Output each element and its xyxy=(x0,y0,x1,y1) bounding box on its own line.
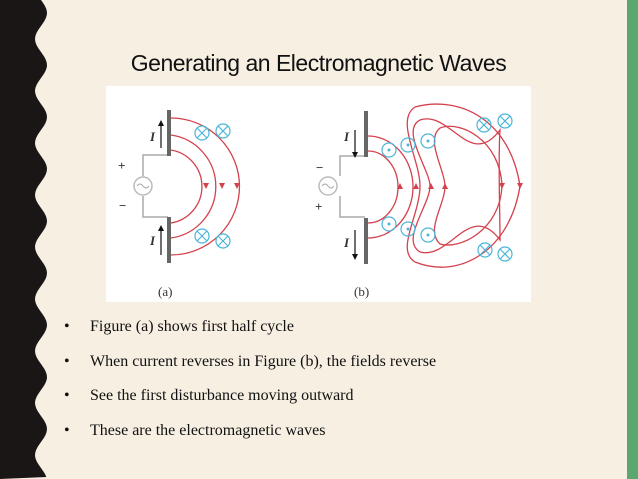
antenna-plate-top xyxy=(364,111,368,157)
svg-text:−: − xyxy=(119,198,126,213)
caption-a: (a) xyxy=(158,284,172,299)
wavy-left-band xyxy=(0,0,47,479)
svg-text:I: I xyxy=(149,233,156,248)
slide-title: Generating an Electromagnetic Waves xyxy=(130,50,507,76)
panel-a: I I + − (a) xyxy=(118,110,241,299)
caption-b: (b) xyxy=(354,284,369,299)
panel-b: I I − + (b) xyxy=(315,103,523,299)
bullet-list: •Figure (a) shows first half cycle •When… xyxy=(64,318,436,456)
bullet-item: •See the first disturbance moving outwar… xyxy=(64,387,354,404)
antenna-plate-bottom xyxy=(364,218,368,264)
antenna-plate-top xyxy=(167,110,171,156)
svg-text:I: I xyxy=(343,129,350,144)
antenna-plate-bottom xyxy=(167,217,171,263)
svg-text:+: + xyxy=(315,199,322,214)
right-accent-bar xyxy=(627,0,638,479)
bullet-item: •These are the electromagnetic waves xyxy=(64,421,326,439)
bullet-item: •When current reverses in Figure (b), th… xyxy=(64,352,437,370)
em-wave-figure: I I + − (a) xyxy=(106,86,531,302)
svg-text:+: + xyxy=(118,158,125,173)
svg-text:I: I xyxy=(343,235,350,250)
svg-text:−: − xyxy=(316,160,323,175)
bullet-item: •Figure (a) shows first half cycle xyxy=(64,318,294,335)
svg-text:I: I xyxy=(149,129,156,144)
